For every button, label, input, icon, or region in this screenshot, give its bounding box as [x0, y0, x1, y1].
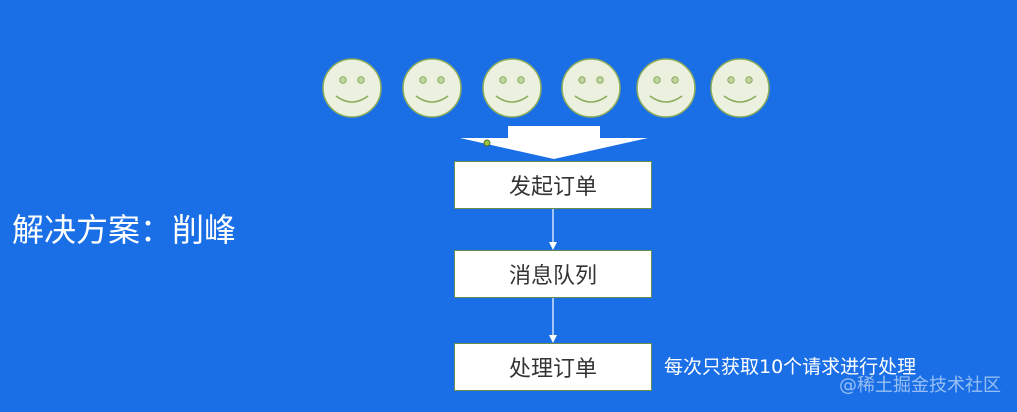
step-process-order: 处理订单: [454, 343, 652, 391]
smiley-face-icon: [482, 58, 542, 118]
funnel-arrow-icon: [458, 126, 650, 164]
watermark: @稀土掘金技术社区: [839, 375, 1001, 396]
down-arrow-icon: [546, 298, 560, 347]
down-arrow-icon: [546, 209, 560, 254]
step-create-order: 发起订单: [454, 161, 652, 209]
smiley-face-icon: [710, 58, 770, 118]
smiley-face-icon: [322, 58, 382, 118]
smiley-face-icon: [636, 58, 696, 118]
smiley-face-icon: [561, 58, 621, 118]
slide-title: 解决方案：削峰: [12, 211, 237, 249]
step-message-queue: 消息队列: [454, 250, 652, 298]
smiley-face-icon: [402, 58, 462, 118]
annotation-text: 每次只获取10个请求进行处理: [664, 356, 917, 378]
